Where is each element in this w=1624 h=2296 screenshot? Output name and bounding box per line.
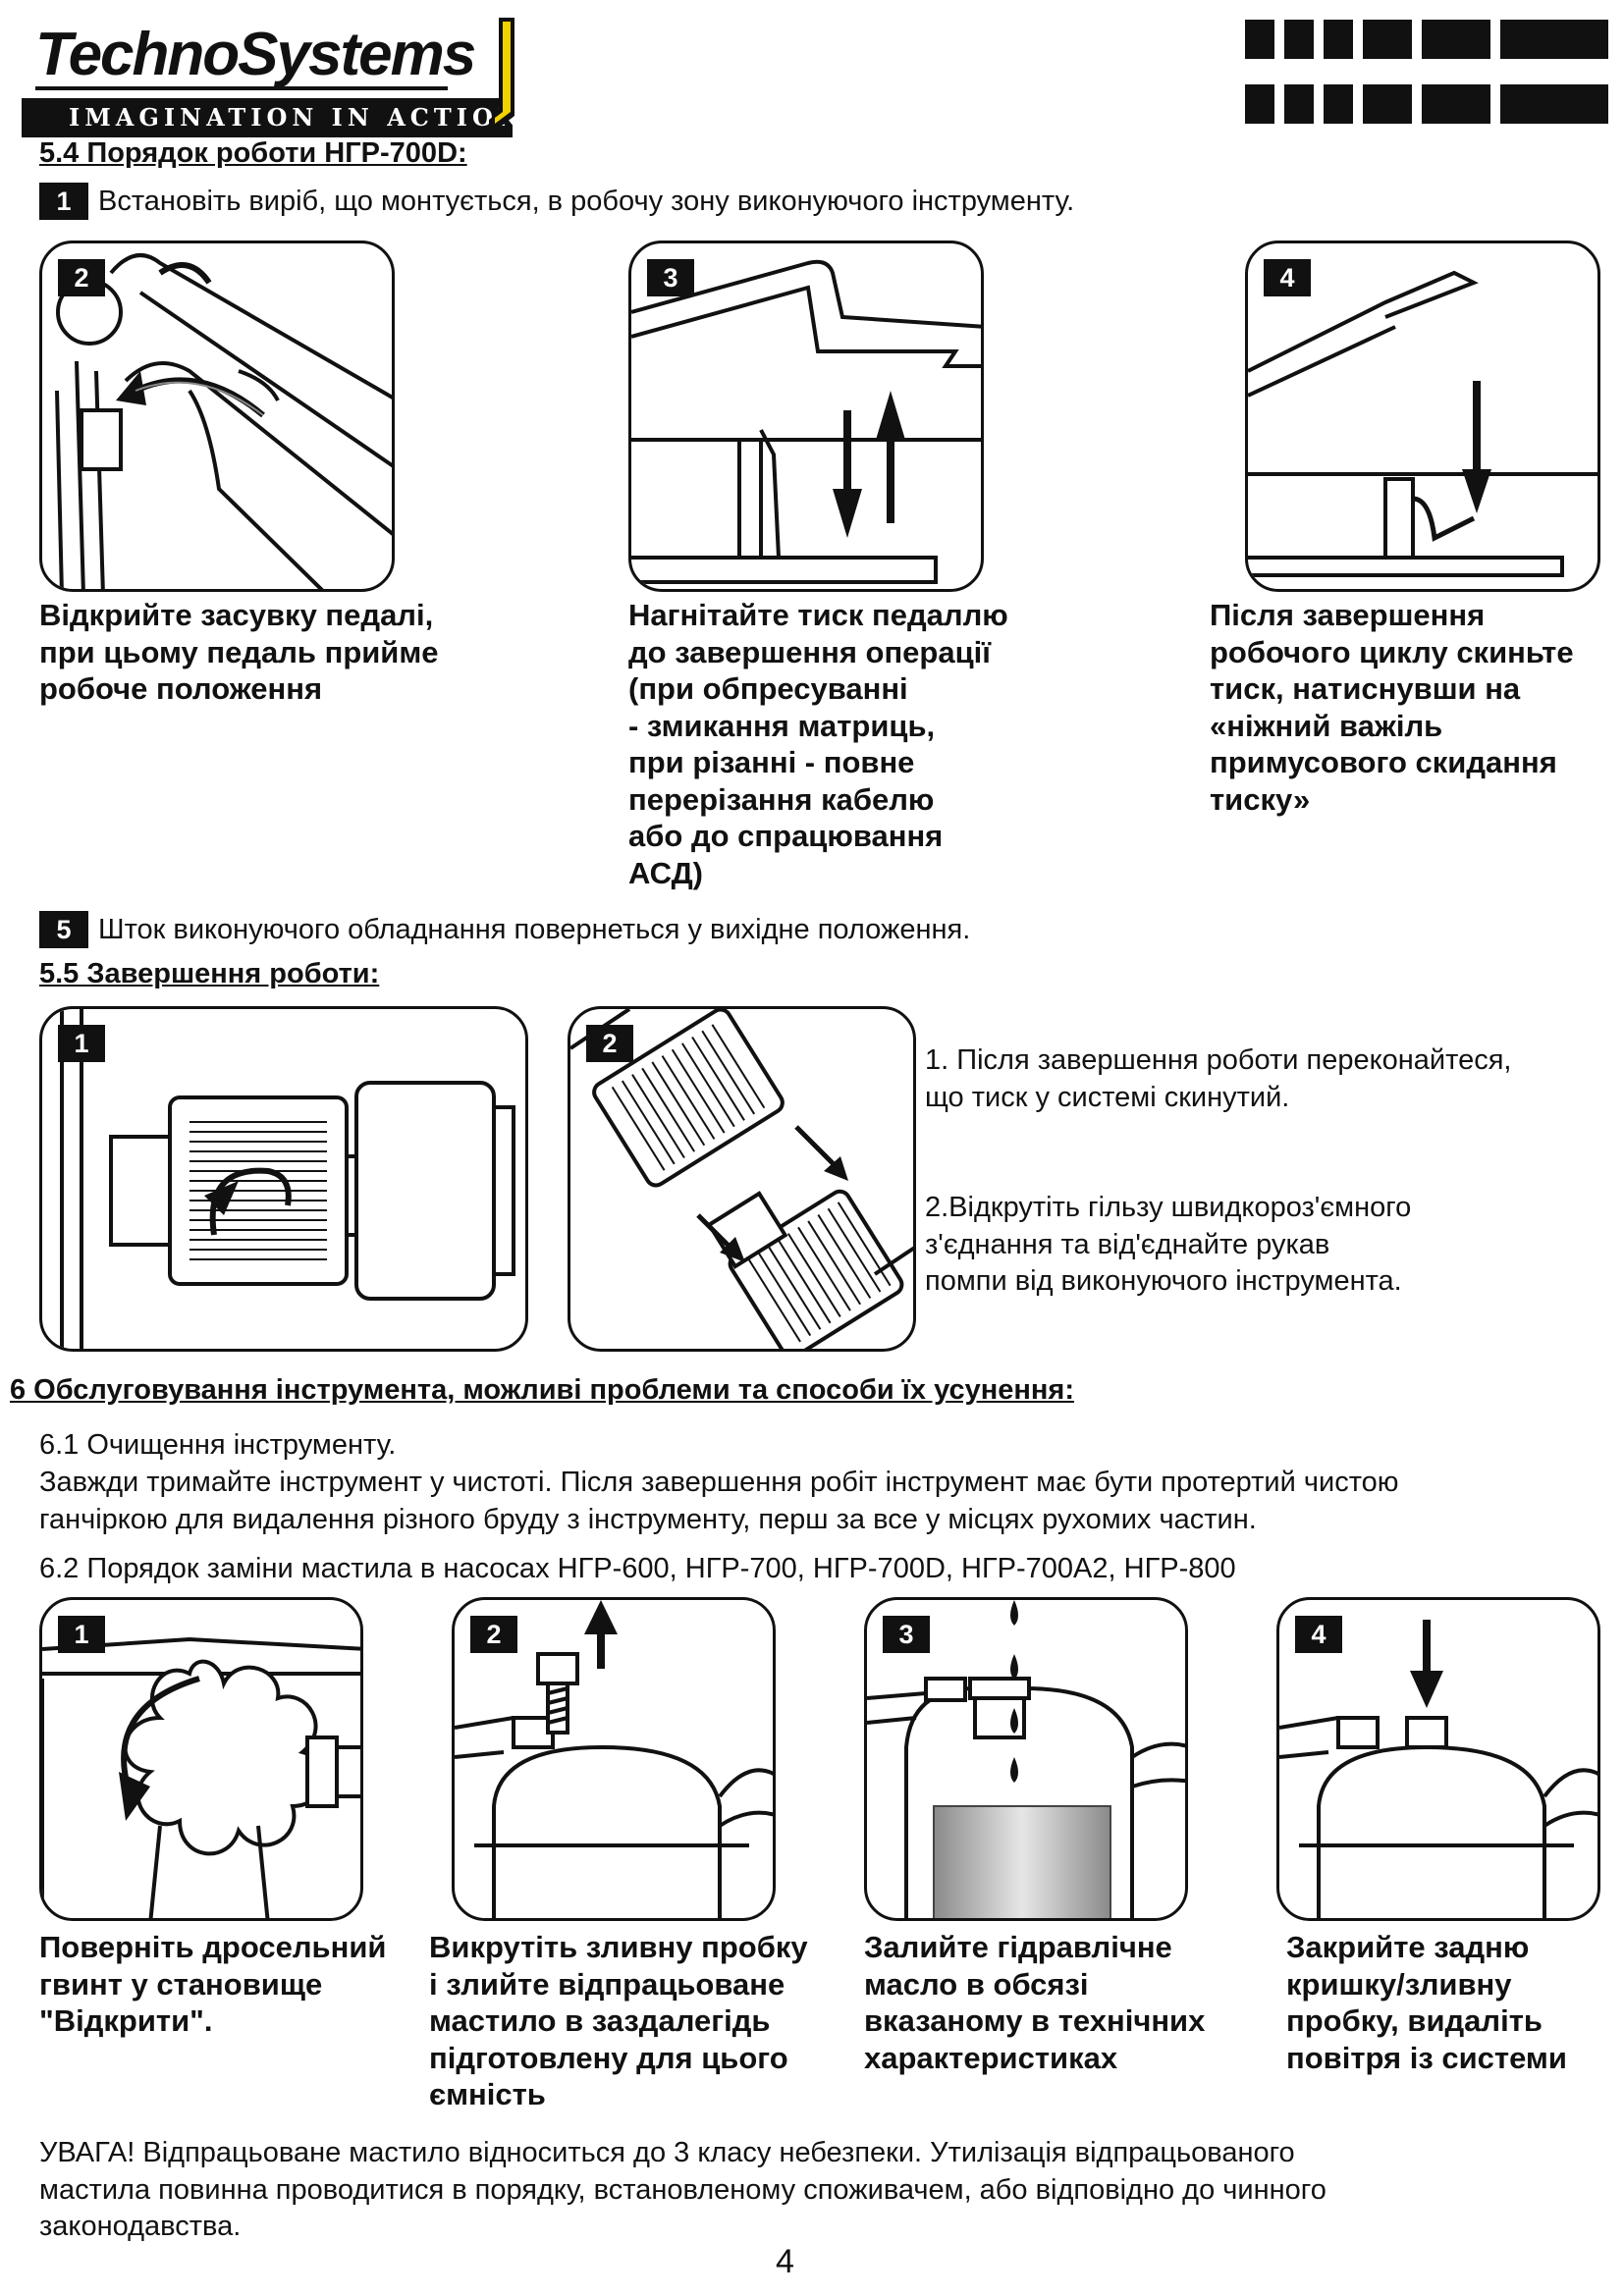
oil-fill-drawing bbox=[867, 1600, 1185, 1918]
panel-number: 2 bbox=[58, 259, 105, 296]
step-5: 5 Шток виконуючого обладнання повернетьс… bbox=[39, 911, 970, 948]
pedal-pumping-drawing bbox=[631, 259, 981, 584]
caption-open-throttle: Поверніть дросельний гвинт у становище "… bbox=[39, 1930, 387, 2038]
sub-6-1-title: 6.1 Очищення інструменту. bbox=[39, 1429, 397, 1461]
throttle-screw-illustration: 1 bbox=[39, 1597, 363, 1921]
step-1-number: 1 bbox=[39, 183, 88, 220]
caption-open-pedal-latch: Відкрийте засувку педалі, при цьому педа… bbox=[39, 598, 439, 706]
caption-pump-pressure: Нагнітайте тиск педаллю до завершення оп… bbox=[628, 598, 1008, 890]
drain-plug-remove-illustration: 2 bbox=[452, 1597, 776, 1921]
section-5-4-title: 5.4 Порядок роботи НГР-700D: bbox=[39, 137, 467, 169]
warning-text: УВАГА! Відпрацьоване мастило відноситься… bbox=[39, 2137, 1326, 2242]
caption-drain-oil: Викрутіть зливну пробку і злийте відпрац… bbox=[429, 1930, 808, 2111]
panel-number: 2 bbox=[586, 1025, 633, 1062]
panel-number: 1 bbox=[58, 1616, 105, 1653]
caption-fill-oil: Залийте гідравлічне масло в обсязі вказа… bbox=[864, 1930, 1206, 2075]
panel-number: 1 bbox=[58, 1025, 105, 1062]
logo-underline bbox=[35, 86, 448, 90]
panel-number: 4 bbox=[1264, 259, 1311, 296]
panel-number: 4 bbox=[1295, 1616, 1342, 1653]
coupling-rotate-drawing bbox=[60, 1009, 515, 1349]
step-1-text: Встановіть виріб, що монтується, в робоч… bbox=[98, 185, 1075, 217]
section-5-5-title: 5.5 Завершення роботи: bbox=[39, 958, 380, 989]
hose-disconnect-illustration: 2 bbox=[568, 1006, 916, 1352]
finish-instruction-2: 2.Відкрутіть гільзу швидкороз'ємного з'є… bbox=[925, 1192, 1412, 1297]
header-stripes-decoration bbox=[1245, 20, 1616, 126]
panel-number: 3 bbox=[883, 1616, 930, 1653]
pedal-pumping-illustration: 3 bbox=[628, 240, 984, 592]
section-6-title: 6 Обслуговування інструмента, можливі пр… bbox=[10, 1374, 1075, 1406]
sub-6-2-title: 6.2 Порядок заміни мастила в насосах НГР… bbox=[39, 1553, 1236, 1584]
step-1: 1 Встановіть виріб, що монтується, в роб… bbox=[39, 183, 1074, 220]
finish-instruction-1: 1. Після завершення роботи переконайтеся… bbox=[925, 1044, 1512, 1113]
coupling-rotate-illustration: 1 bbox=[39, 1006, 528, 1352]
hose-disconnect-drawing bbox=[570, 1009, 913, 1349]
pedal-latch-illustration: 2 bbox=[39, 240, 395, 592]
caption-close-plug: Закрийте задню кришку/зливну пробку, вид… bbox=[1286, 1930, 1567, 2075]
drain-plug-close-illustration: 4 bbox=[1276, 1597, 1600, 1921]
drain-plug-close-drawing bbox=[1279, 1620, 1597, 1918]
panel-number: 3 bbox=[647, 259, 694, 296]
panel-number: 2 bbox=[470, 1616, 517, 1653]
step-5-text: Шток виконуючого обладнання повернеться … bbox=[98, 913, 971, 945]
company-logo: TechnoSystems IMAGINATION IN ACTION bbox=[22, 18, 519, 137]
logo-tagline: IMAGINATION IN ACTION bbox=[22, 98, 519, 137]
pedal-latch-drawing bbox=[55, 253, 392, 589]
pressure-release-illustration: 4 bbox=[1245, 240, 1600, 592]
caption-release-pressure: Після завершення робочого циклу скиньте … bbox=[1210, 598, 1574, 817]
step-5-number: 5 bbox=[39, 911, 88, 948]
oil-fill-illustration: 3 bbox=[864, 1597, 1188, 1921]
logo-title: TechnoSystems bbox=[35, 21, 476, 88]
drain-plug-remove-drawing bbox=[455, 1600, 773, 1918]
pressure-release-drawing bbox=[1248, 270, 1597, 577]
page-number: 4 bbox=[776, 2243, 794, 2280]
sub-6-1-text: Завжди тримайте інструмент у чистоті. Пі… bbox=[39, 1467, 1399, 1535]
throttle-screw-drawing bbox=[42, 1636, 360, 1918]
logo-slash-icon bbox=[489, 18, 514, 135]
